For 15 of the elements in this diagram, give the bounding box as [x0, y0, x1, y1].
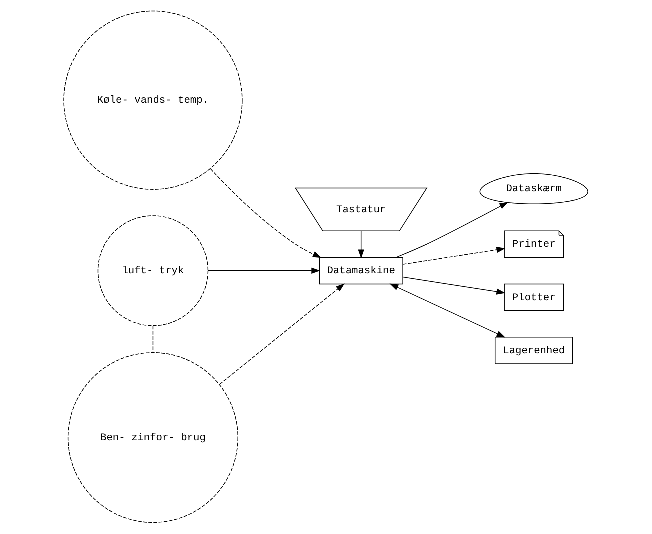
arrow — [396, 202, 509, 258]
arrow — [402, 276, 506, 295]
arrow — [208, 268, 321, 274]
arrow — [390, 284, 506, 338]
node-box: Plotter — [504, 284, 564, 312]
arrow — [402, 246, 506, 265]
arrow — [358, 230, 364, 259]
arrow — [220, 284, 345, 385]
connector — [152, 326, 154, 353]
node-circle: Ben- zinfor- brug — [68, 352, 238, 524]
node-box: Datamaskine — [319, 257, 404, 285]
node-circle: luft- tryk — [98, 216, 209, 326]
node-box: Lagerenhed — [495, 337, 574, 364]
arrow — [210, 168, 322, 258]
node-circle: Køle- vands- temp. — [64, 10, 243, 190]
